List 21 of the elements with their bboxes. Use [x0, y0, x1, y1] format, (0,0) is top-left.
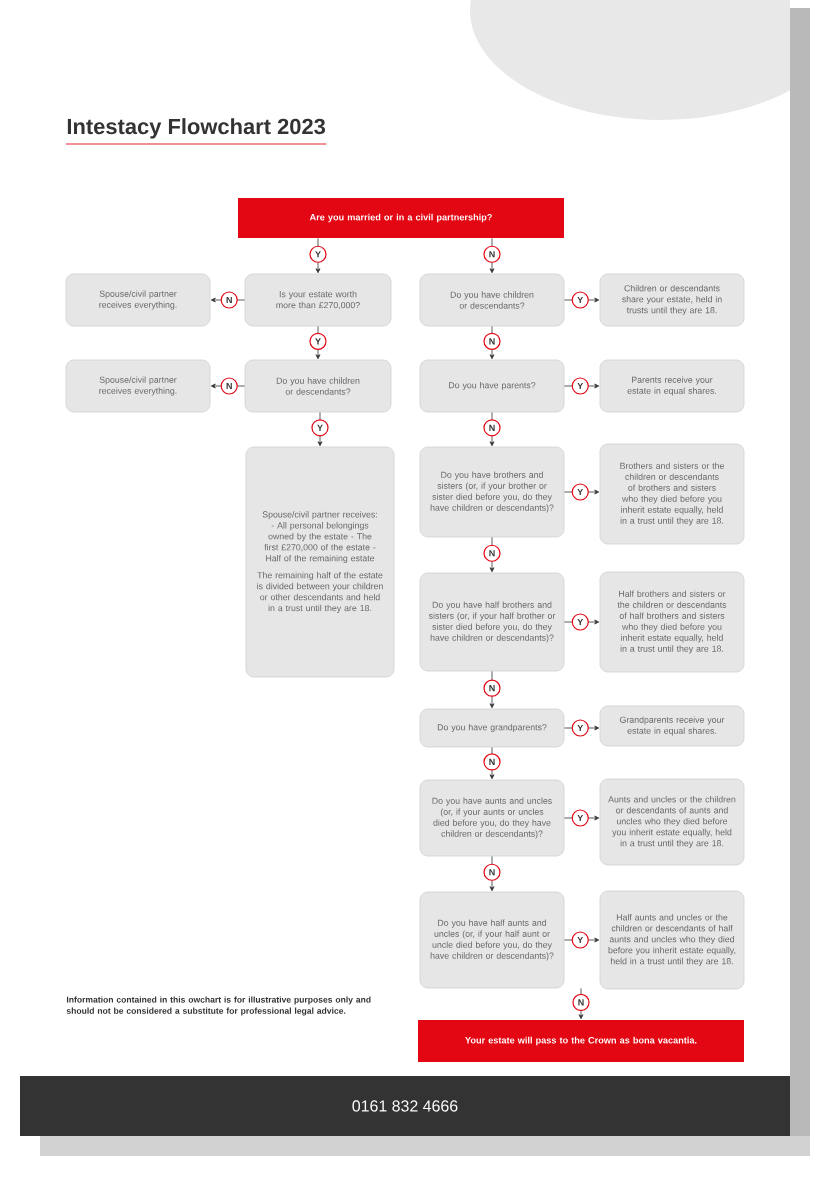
arrow: [564, 619, 600, 625]
arrow: [564, 297, 600, 303]
arrow: [489, 671, 495, 709]
arrow: [489, 856, 495, 892]
arrow: [489, 412, 495, 447]
arrow: [564, 383, 600, 389]
arrow: [489, 537, 495, 573]
arrow: [489, 326, 495, 360]
title: Intestacy Flowchart 2023: [67, 118, 326, 139]
arrow: [210, 383, 245, 389]
arrow: [578, 988, 584, 1020]
arrow: [489, 747, 495, 780]
arrow: [564, 815, 600, 821]
arrow: [489, 238, 495, 274]
arrow: [564, 725, 600, 731]
arrow: [564, 489, 600, 495]
arrow: [210, 297, 245, 303]
arrow: [317, 412, 323, 447]
arrow: [564, 937, 600, 943]
arrow: [315, 326, 321, 360]
arrow: [315, 238, 321, 274]
